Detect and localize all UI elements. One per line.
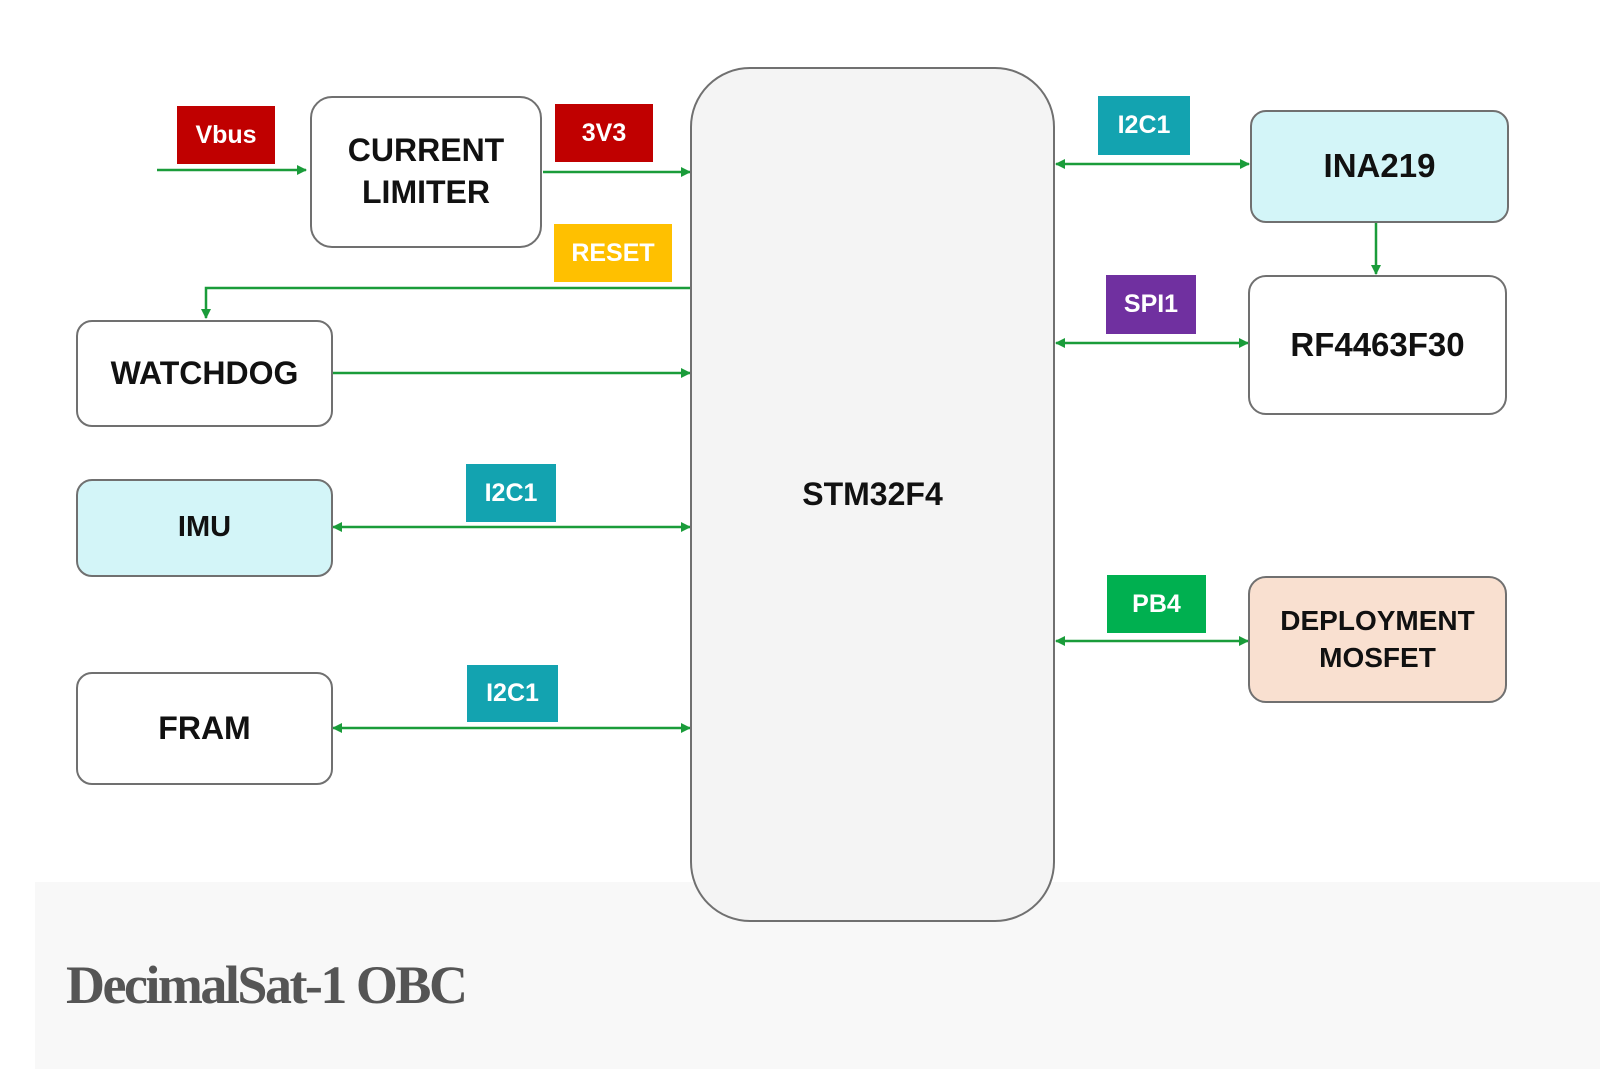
watchdog-block: WATCHDOG xyxy=(76,320,333,427)
watchdog-label: WATCHDOG xyxy=(110,354,299,391)
imu-label: IMU xyxy=(177,511,232,544)
mcu-block: STM32F4 xyxy=(690,67,1055,922)
rf-block: RF4463F30 xyxy=(1248,275,1507,415)
reset-wire xyxy=(201,286,690,319)
deploy-pin-tag: PB4 xyxy=(1107,575,1206,633)
ina-i2c-tag: I2C1 xyxy=(1098,96,1190,155)
fram-i2c-tag: I2C1 xyxy=(467,665,558,722)
vbus-tag: Vbus xyxy=(177,106,275,164)
imu-i2c-tag: I2C1 xyxy=(466,464,556,522)
ina219-block: INA219 xyxy=(1250,110,1509,223)
mcu-label: STM32F4 xyxy=(802,475,943,512)
deployment-label: DEPLOYMENT MOSFET xyxy=(1280,605,1475,673)
3v3-tag: 3V3 xyxy=(555,104,653,162)
imu-block: IMU xyxy=(76,479,333,577)
rf-label: RF4463F30 xyxy=(1290,325,1465,363)
ina219-label: INA219 xyxy=(1323,147,1436,185)
current-limiter-label: CURRENT LIMITER xyxy=(347,132,505,210)
fram-label: FRAM xyxy=(158,709,251,746)
current-limiter-block: CURRENT LIMITER xyxy=(310,96,542,248)
rf-spi-tag: SPI1 xyxy=(1106,275,1196,334)
diagram-title: DecimalSat-1 OBC xyxy=(66,955,468,1015)
fram-block: FRAM xyxy=(76,672,333,785)
deployment-block: DEPLOYMENT MOSFET xyxy=(1248,576,1507,703)
reset-tag: RESET xyxy=(554,224,672,282)
